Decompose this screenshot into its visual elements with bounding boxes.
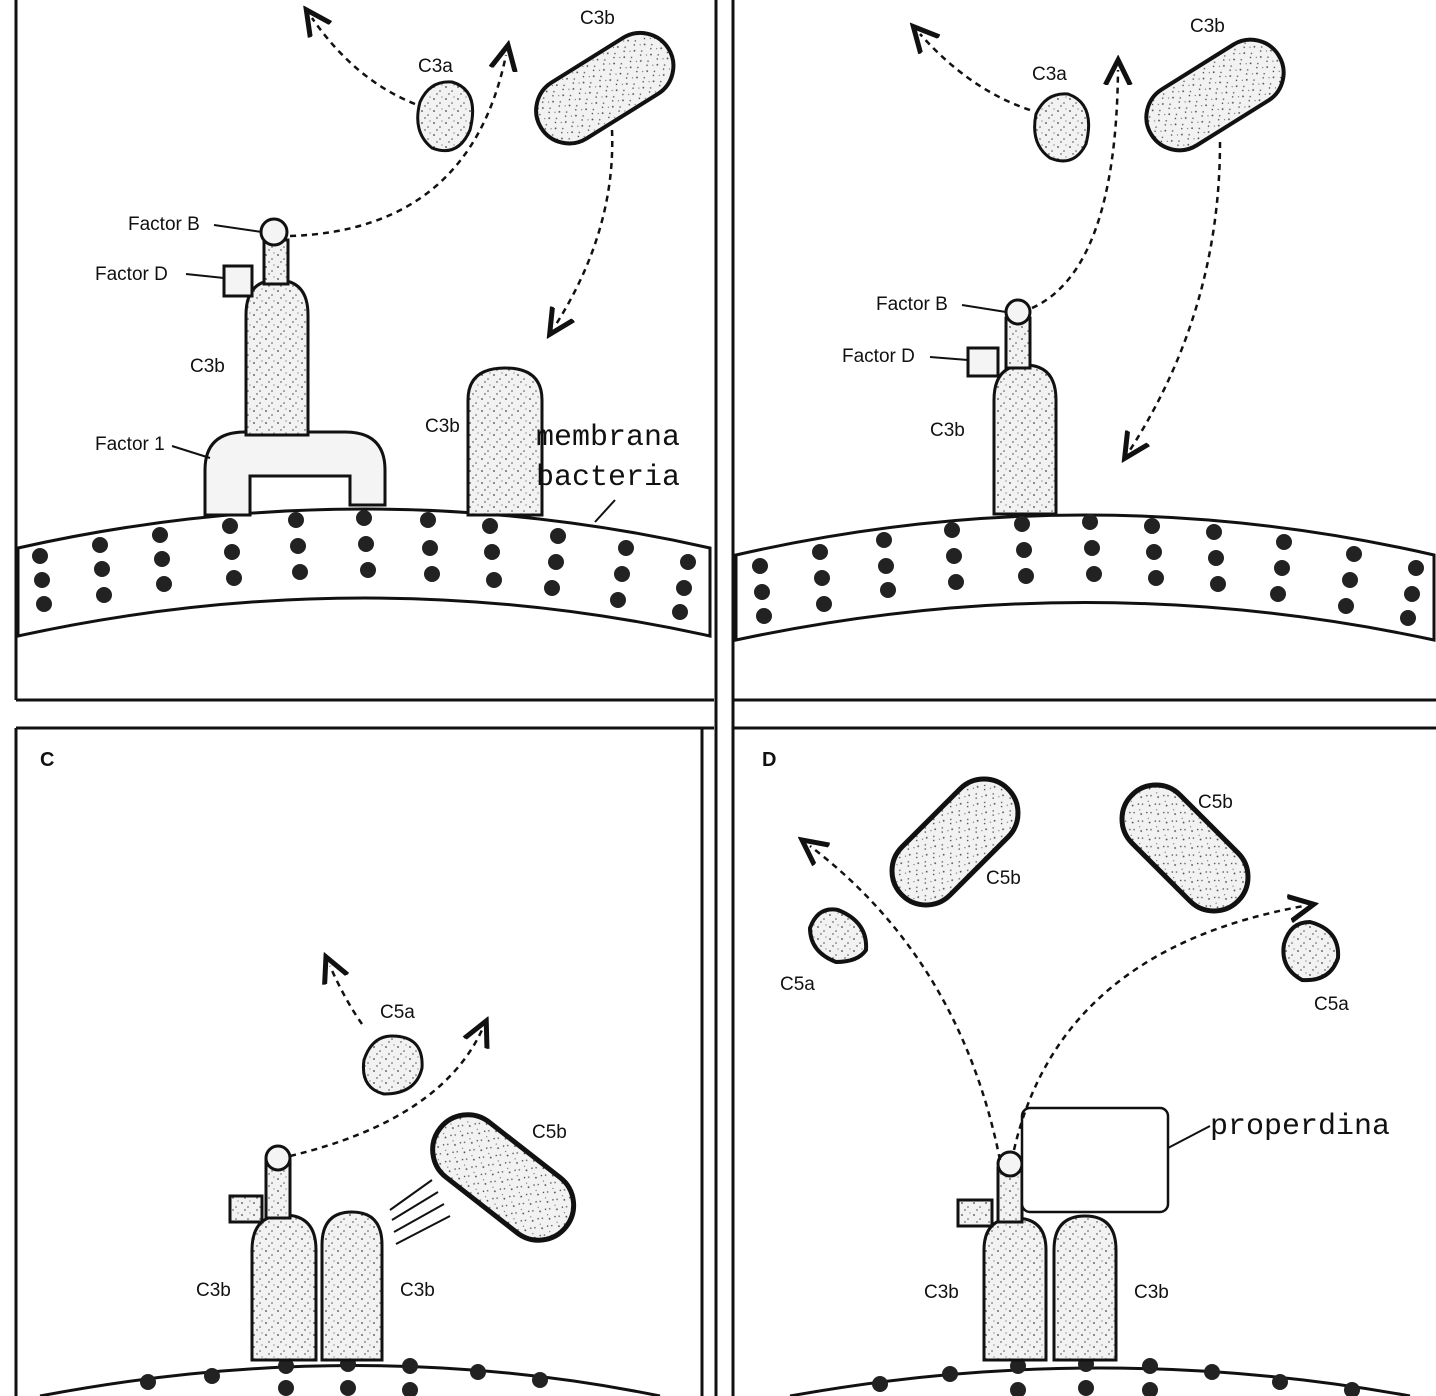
panel-c-factor-d <box>230 1196 262 1222</box>
panel-frames <box>16 0 1436 1396</box>
panel-c-label-c3b-right: C3b <box>400 1280 435 1301</box>
panel-b-label-factor-b: Factor B <box>876 294 948 315</box>
panel-a-c3a <box>418 82 473 151</box>
panel-b-factor-b <box>1006 300 1030 324</box>
panel-d-label-c5b-right: C5b <box>1198 792 1233 813</box>
panel-b: C3a C3b Factor B Factor D C3b <box>736 16 1434 640</box>
panel-a-label-bacteria: bacteria <box>536 461 680 495</box>
panel-a-c3b-right-cylinder <box>468 368 542 515</box>
panel-a-label-c3a: C3a <box>418 56 453 77</box>
panel-a-label-c3b-left: C3b <box>190 356 225 377</box>
panel-d-c5a-left <box>810 909 866 962</box>
panel-d-factor-b <box>998 1152 1022 1176</box>
panel-c-c3b-right-cylinder <box>322 1212 382 1360</box>
panel-d-c5b-left <box>878 765 1032 919</box>
panel-b-c3a <box>1035 94 1089 161</box>
panel-c-label-c3b-left: C3b <box>196 1280 231 1301</box>
panel-d-label-c5a-left: C5a <box>780 974 815 995</box>
panel-a-label-c3b-right: C3b <box>425 416 460 437</box>
panel-d-factor-d <box>958 1200 992 1226</box>
panel-b-label-c3a: C3a <box>1032 64 1067 85</box>
panel-a-label-factor-d: Factor D <box>95 264 168 285</box>
panel-a-c3b-cylinder <box>246 280 308 435</box>
panel-b-factor-d <box>968 348 998 376</box>
panel-d-label-c5b-center: C5b <box>986 868 1021 889</box>
panel-b-c3b-top <box>1134 27 1296 162</box>
panel-b-label-factor-d: Factor D <box>842 346 915 367</box>
panel-c-c3b-left-cylinder <box>252 1215 316 1360</box>
panel-d-c3b-left-cylinder <box>984 1218 1046 1360</box>
panel-b-label-c3b: C3b <box>930 420 965 441</box>
panel-a-label-c3b-top: C3b <box>580 8 615 29</box>
panel-d-c3b-right-cylinder <box>1054 1216 1116 1360</box>
panel-a-factor-b <box>261 219 287 245</box>
panel-a-factor-i <box>205 432 385 515</box>
panel-c-label-c5a: C5a <box>380 1002 415 1023</box>
panel-a-label-membrana: membrana <box>536 421 680 455</box>
panel-c-c5a <box>363 1036 422 1094</box>
panel-a-label-factor-b: Factor B <box>128 214 200 235</box>
panel-b-label-c3b-top: C3b <box>1190 16 1225 37</box>
panel-c-factor-b <box>266 1146 290 1170</box>
panel-d: D properdina C5b C5b C5a <box>762 749 1410 1396</box>
panel-d-label-properdina: properdina <box>1210 1110 1390 1144</box>
panel-a-label-factor-i: Factor 1 <box>95 434 165 455</box>
panel-a: C3a C3b Factor B Factor D C3b Factor 1 C… <box>18 8 710 690</box>
panel-d-letter: D <box>762 749 776 771</box>
panel-b-c3b-cylinder <box>994 365 1056 514</box>
panel-d-c5a-right <box>1283 922 1338 980</box>
panel-c-letter: C <box>40 749 54 771</box>
panel-d-c5b-right <box>1108 771 1262 925</box>
panel-c: C C5a C5b C3b C <box>40 749 660 1396</box>
panel-b-membrane <box>736 515 1434 640</box>
panel-d-label-c3b-right: C3b <box>1134 1282 1169 1303</box>
panel-c-label-c5b: C5b <box>532 1122 567 1143</box>
panel-a-c3b-top <box>524 20 686 155</box>
panel-d-label-c5a-right: C5a <box>1314 994 1349 1015</box>
panel-a-factor-d <box>224 266 252 296</box>
panel-d-properdina-box <box>1022 1108 1168 1212</box>
panel-d-label-c3b-left: C3b <box>924 1282 959 1303</box>
